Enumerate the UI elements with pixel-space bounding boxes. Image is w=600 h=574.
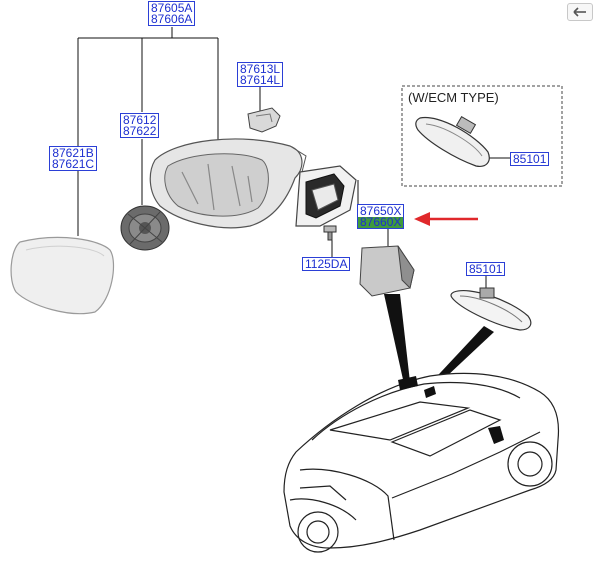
- part-number: 87650X: [358, 204, 404, 218]
- part-number: 87613L: [240, 62, 281, 76]
- part-label-87605a[interactable]: 87605A 87606A: [148, 1, 196, 26]
- leader-lines: [77, 27, 510, 290]
- ecm-type-title: (W/ECM TYPE): [408, 90, 499, 105]
- part-label-85101[interactable]: 85101: [466, 262, 506, 276]
- mirror-actuator: [120, 205, 170, 251]
- part-number: 85101: [513, 152, 547, 166]
- part-label-87650x[interactable]: 87650X 87660X: [357, 204, 405, 229]
- bolt-part: [323, 225, 337, 241]
- mirror-location-marker: [424, 386, 436, 398]
- back-button[interactable]: [567, 3, 593, 21]
- part-number-highlighted: 87660X: [360, 215, 402, 229]
- part-label-85101-ecm[interactable]: 85101: [510, 152, 550, 166]
- part-label-1125da[interactable]: 1125DA: [302, 257, 351, 271]
- mirror-housing: [149, 138, 307, 229]
- callout-wedge: [384, 294, 410, 384]
- mirror-location-marker: [488, 426, 504, 444]
- part-number: 87621C: [52, 157, 95, 171]
- ecm-option-box: [401, 85, 563, 187]
- part-number: 87622: [123, 124, 157, 138]
- red-pointer-arrow: [414, 212, 478, 226]
- part-number: 87612: [123, 113, 157, 127]
- part-number: 1125DA: [305, 257, 348, 271]
- mirror-base: [295, 165, 357, 227]
- vehicle-drawing: [283, 372, 560, 553]
- part-number: 87605A: [151, 1, 193, 15]
- part-label-87612[interactable]: 87612 87622: [120, 113, 160, 138]
- mirror-location-marker: [398, 376, 418, 390]
- part-number: 85101: [469, 262, 503, 276]
- mirror-glass: [10, 236, 115, 315]
- part-number: 87621B: [52, 146, 94, 160]
- inside-mirror: [450, 287, 532, 331]
- part-number: 87606A: [151, 12, 193, 26]
- mirror-cover-part: [247, 107, 281, 133]
- part-number: 87614L: [240, 73, 281, 87]
- part-label-87621b[interactable]: 87621B 87621C: [49, 146, 98, 171]
- ecm-inside-mirror: [415, 115, 490, 167]
- garnish-part: [359, 245, 415, 297]
- back-arrow-icon: [573, 7, 586, 17]
- part-label-87613l[interactable]: 87613L 87614L: [237, 62, 284, 87]
